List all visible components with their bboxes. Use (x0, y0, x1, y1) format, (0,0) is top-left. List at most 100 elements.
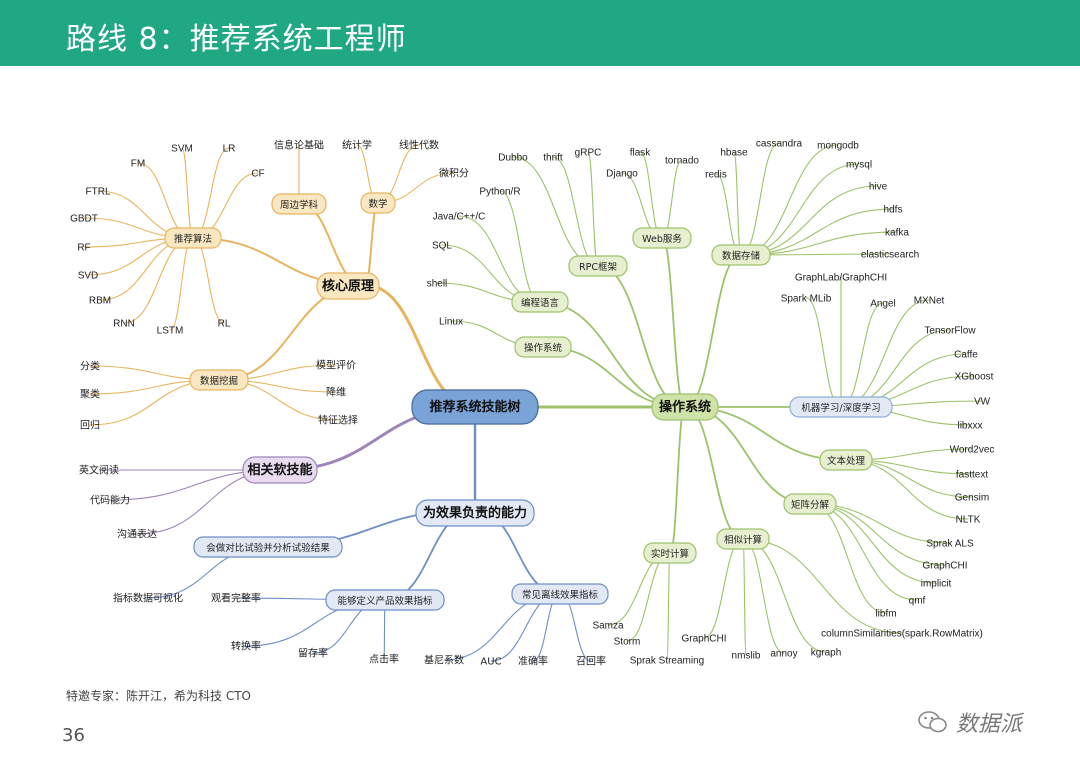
web-node-label: Web服务 (642, 233, 682, 245)
offline-node: 常见离线效果指标 (511, 583, 609, 605)
leaf-ops-mf-items-2: implicit (921, 579, 952, 590)
text-node-label: 文本处理 (827, 455, 866, 467)
page-title: 路线 8：推荐系统工程师 (66, 22, 407, 57)
leaf-ops-storage-items-4: mysql (846, 160, 872, 171)
ops-node: 操作系统 (651, 393, 719, 421)
storage-node: 数据存储 (711, 244, 771, 266)
leaf-effect-define-items-2: 留存率 (298, 647, 328, 660)
define-node: 能够定义产品效果指标 (325, 589, 445, 611)
leaf-ops-storage-items-8: elasticsearch (861, 250, 919, 261)
ops-node-label: 操作系统 (659, 399, 711, 415)
leaf-soft-items-1: 代码能力 (90, 494, 130, 507)
effect-node-label: 为效果负责的能力 (423, 505, 527, 521)
branch-line (840, 329, 951, 408)
leaf-core-algorithms-items-4: FTRL (86, 187, 111, 198)
leaf-ops-sim-items-4: columnSimilarities(spark.RowMatrix) (821, 629, 983, 640)
algorithms-node: 推荐算法 (164, 227, 222, 249)
offline-node-label: 常见离线效果指标 (522, 589, 599, 601)
web-node: Web服务 (632, 227, 692, 249)
wechat-icon (918, 710, 948, 740)
leaf-ops-ml-items-7: VW (974, 397, 991, 408)
leaf-core-algorithms-items-2: LR (223, 144, 236, 155)
leaf-core-mining-items-5: 特征选择 (318, 414, 358, 427)
branch-line (607, 552, 671, 626)
branch-line (499, 190, 541, 303)
leaf-ops-ml-items-0: GraphLab/GraphCHI (795, 273, 887, 284)
leaf-core-algorithms-items-7: SVD (78, 271, 99, 282)
leaf-ops-rt-items-0: Samza (592, 621, 624, 632)
branch-line (169, 237, 194, 331)
leaf-core-algorithms-items-1: SVM (171, 144, 193, 155)
rpc-node: RPC框架 (568, 255, 628, 277)
leaf-effect-offline-items-3: 召回率 (576, 655, 606, 668)
leaf-ops-storage-items-7: kafka (885, 228, 909, 239)
leaf-core-algorithms-items-9: RNN (113, 319, 135, 330)
core-node-label: 核心原理 (322, 278, 374, 294)
text-node: 文本处理 (819, 449, 873, 471)
branch-line (669, 406, 686, 554)
experiment-node: 会做对比试验并分析试验结果 (193, 536, 343, 558)
leaf-ops-mf-items-1: GraphCHI (922, 561, 967, 572)
core-node: 核心原理 (316, 272, 380, 300)
branch-line (684, 254, 742, 408)
leaf-core-algorithms-items-11: RL (218, 319, 231, 330)
algorithms-node-label: 推荐算法 (174, 233, 212, 245)
define-node-label: 能够定义产品效果指标 (337, 595, 433, 607)
leaf-ops-ml-items-4: TensorFlow (924, 326, 976, 337)
leaf-ops-ml-items-2: Angel (870, 299, 896, 310)
soft-node-label: 相关软技能 (247, 462, 312, 478)
leaf-ops-storage-items-3: redis (705, 170, 727, 181)
leaf-ops-prog-items-0: Python/R (479, 187, 520, 198)
wechat-brand-name: 数据派 (956, 712, 1023, 737)
leaf-core-algorithms-items-5: GBDT (70, 214, 98, 225)
leaf-ops-prog-items-2: SQL (432, 241, 452, 252)
leaf-ops-prog-items-3: shell (427, 279, 448, 290)
branch-line (597, 265, 686, 408)
leaf-effect-offline-items-2: 准确率 (518, 655, 548, 668)
leaf-core-peripheral-items-0: 信息论基础 (274, 139, 324, 152)
page-number: 36 (62, 725, 85, 746)
leaf-core-mining-items-2: 回归 (80, 419, 100, 432)
leaf-ops-sim-items-3: kgraph (811, 648, 842, 659)
leaf-ops-os-items-0: Linux (439, 317, 463, 328)
experiment-node-label: 会做对比试验并分析试验结果 (206, 542, 330, 554)
leaf-ops-text-items-1: fasttext (956, 470, 988, 481)
effect-node: 为效果负责的能力 (415, 499, 535, 527)
leaf-ops-sim-items-2: annoy (770, 649, 797, 660)
peripheral-node-label: 周边学科 (280, 199, 319, 211)
branch-line (661, 159, 683, 239)
leaf-soft-items-0: 英文阅读 (79, 464, 119, 477)
branch-line (661, 237, 686, 408)
leaf-core-algorithms-items-8: RBM (89, 296, 111, 307)
branch-line (742, 538, 747, 656)
leaf-ops-web-items-1: tornado (665, 156, 699, 167)
leaf-soft-items-2: 沟通表达 (117, 528, 157, 541)
leaf-core-mining-items-0: 分类 (80, 360, 100, 373)
wechat-brand: 数据派 (918, 706, 1022, 740)
leaf-ops-storage-items-0: hbase (720, 148, 748, 159)
header-bar: 路线 8：推荐系统工程师 (0, 0, 1080, 66)
leaf-ops-sim-items-1: nmslib (732, 651, 761, 662)
prog-node-label: 编程语言 (521, 297, 560, 309)
branch-line (626, 552, 671, 642)
leaf-effect-offline-items-0: 基尼系数 (424, 654, 464, 667)
branch-line (809, 503, 918, 601)
leaf-ops-web-items-2: Django (606, 169, 638, 180)
leaf-ops-ml-items-8: libxxx (957, 421, 982, 432)
leaf-ops-mf-items-3: qmf (909, 596, 926, 607)
os-node: 操作系统 (514, 336, 572, 358)
leaf-ops-storage-items-5: hive (869, 182, 888, 193)
sim-node: 相似计算 (716, 528, 770, 550)
leaf-effect-experiment-items-0: 指标数据可视化 (113, 592, 183, 605)
branch-line (840, 299, 930, 408)
ml-node-label: 机器学习/深度学习 (801, 402, 880, 414)
leaf-core-algorithms-items-0: FM (131, 159, 145, 170)
branch-line (805, 297, 842, 408)
math-node: 数学 (360, 192, 396, 214)
leaf-effect-offline-items-1: AUC (480, 657, 501, 668)
rt-node: 实时计算 (643, 542, 697, 564)
leaf-core-algorithms-items-3: CF (251, 169, 264, 180)
leaf-effect-define-items-3: 点击率 (369, 653, 399, 666)
branch-line (192, 147, 230, 239)
